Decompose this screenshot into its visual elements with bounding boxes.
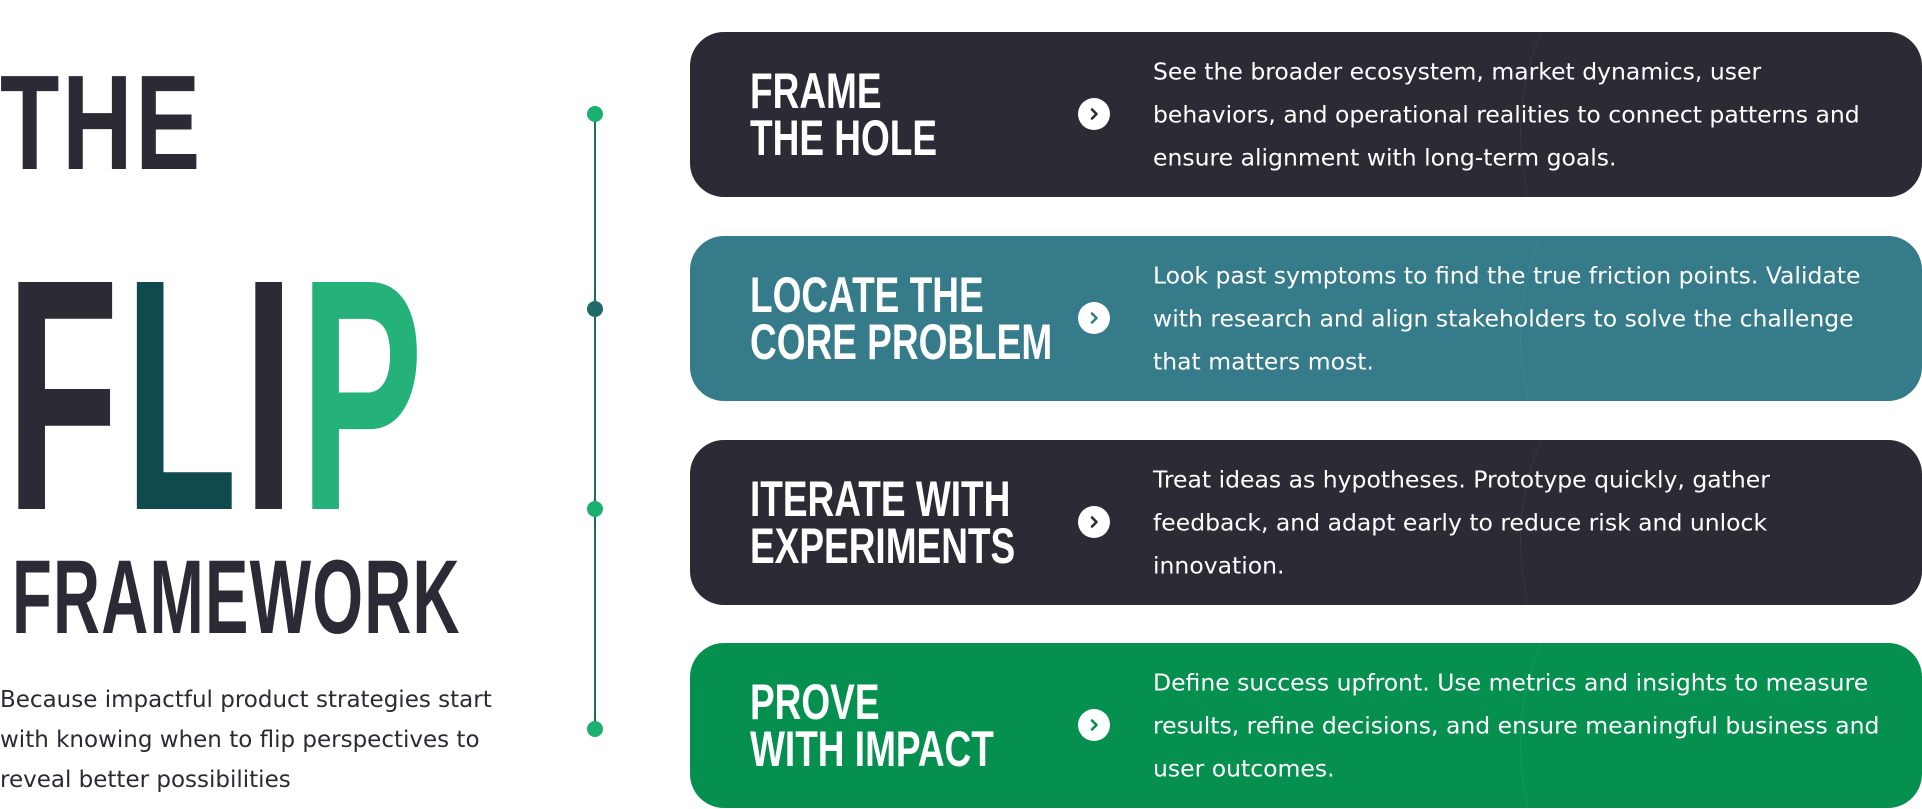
step-title-line2: WITH IMPACT (750, 720, 994, 777)
hero-tagline: Because impactful product strategies sta… (0, 687, 492, 793)
step-title-line2: EXPERIMENTS (750, 517, 1016, 574)
hero-letter-p: P (299, 210, 429, 579)
hero-letter-f: F (6, 210, 125, 579)
step-description: Look past symptoms to find the true fric… (1153, 261, 1861, 375)
hero-letter-l: L (124, 210, 243, 579)
step-title: LOCATE THE CORE PROBLEM (750, 236, 1053, 401)
step-card-iterate: ITERATE WITH EXPERIMENTS Treat ideas as … (690, 440, 1922, 605)
step-card-prove: PROVE WITH IMPACT Define success upfront… (690, 643, 1922, 808)
hero-title-the: THE (0, 47, 204, 198)
hero-title-framework: FRAMEWORK (12, 539, 461, 656)
step-title-line1: LOCATE THE (750, 266, 984, 323)
chevron-right-icon[interactable] (1078, 506, 1110, 538)
timeline-dot (587, 501, 603, 517)
step-card-locate: LOCATE THE CORE PROBLEM Look past sympto… (690, 236, 1922, 401)
hero-title-flip: FLIP (6, 230, 429, 560)
timeline-dot (587, 721, 603, 737)
chevron-right-icon[interactable] (1078, 98, 1110, 130)
step-title: FRAME THE HOLE (750, 32, 1050, 197)
step-title: PROVE WITH IMPACT (750, 643, 1050, 808)
timeline-line (594, 113, 596, 730)
chevron-right-icon[interactable] (1078, 709, 1110, 741)
step-title-line1: PROVE (750, 673, 880, 730)
step-title-line1: ITERATE WITH (750, 470, 1011, 527)
timeline-dot (587, 106, 603, 122)
step-title-line2: THE HOLE (750, 109, 938, 166)
step-title-line2: CORE PROBLEM (750, 313, 1053, 370)
chevron-right-icon[interactable] (1078, 302, 1110, 334)
step-description: Define success upfront. Use metrics and … (1153, 668, 1880, 782)
step-title-line1: FRAME (750, 62, 882, 119)
step-title: ITERATE WITH EXPERIMENTS (750, 440, 1050, 605)
timeline-dot (587, 301, 603, 317)
hero-letter-i: I (242, 210, 300, 579)
step-card-frame: FRAME THE HOLE See the broader ecosystem… (690, 32, 1922, 197)
step-description: See the broader ecosystem, market dynami… (1153, 57, 1860, 171)
step-description: Treat ideas as hypotheses. Prototype qui… (1153, 465, 1770, 579)
